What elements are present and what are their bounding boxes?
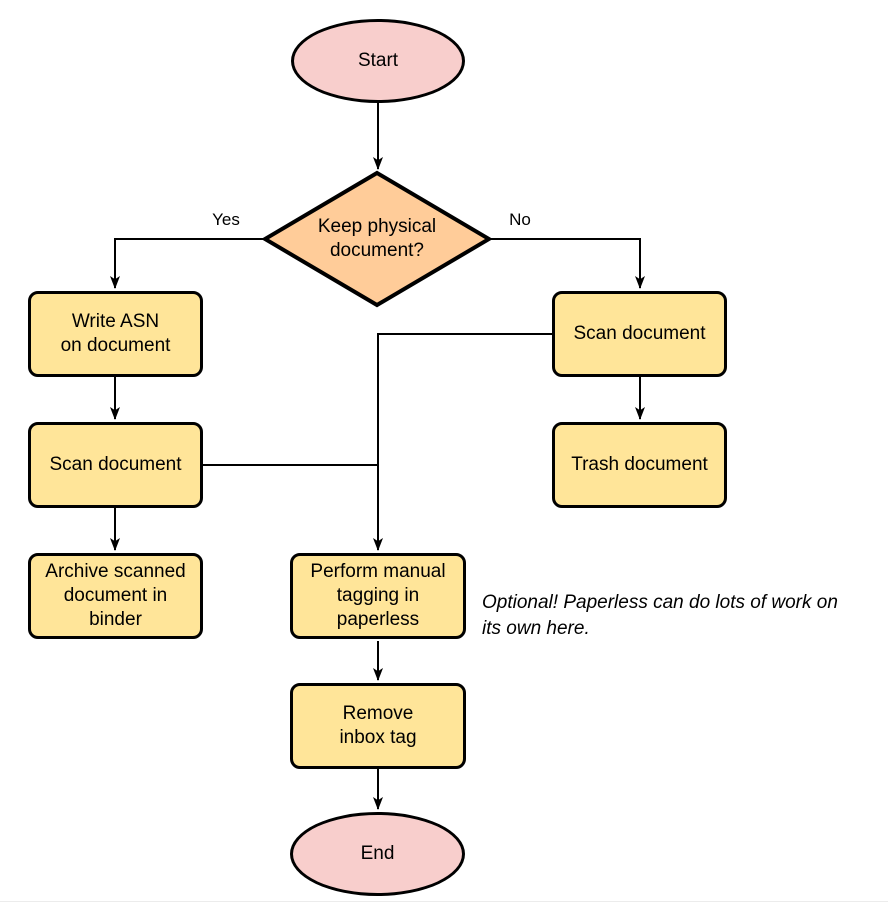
annotation-note: Optional! Paperless can do lots of work … xyxy=(482,592,838,639)
node-scan-document-right: Scan document xyxy=(552,291,727,377)
node-write-asn: Write ASN on document xyxy=(28,291,203,377)
edge-decision-no xyxy=(490,238,645,289)
node-end-label: End xyxy=(360,843,395,865)
edge-label-yes: Yes xyxy=(212,210,240,229)
node-decision-label: Keep physical document? xyxy=(317,216,437,261)
page-bottom-divider xyxy=(0,901,888,902)
node-trash-document: Trash document xyxy=(552,422,727,508)
edge-scanright-to-tagging xyxy=(373,333,552,551)
node-remove-inbox-tag: Remove inbox tag xyxy=(290,683,466,769)
edge-decision-yes xyxy=(110,238,265,289)
node-write-asn-label: Write ASN on document xyxy=(60,311,171,356)
node-archive-binder-label: Archive scanned document in binder xyxy=(45,561,186,630)
node-scan-document-right-label: Scan document xyxy=(573,323,706,345)
node-start-label: Start xyxy=(357,50,399,72)
node-scan-document-left: Scan document xyxy=(28,422,203,508)
node-start: Start xyxy=(291,19,465,103)
node-manual-tagging-label: Perform manual tagging in paperless xyxy=(310,561,446,630)
node-scan-document-left-label: Scan document xyxy=(49,454,182,476)
edge-label-no: No xyxy=(509,210,531,229)
node-remove-inbox-tag-label: Remove inbox tag xyxy=(339,703,417,748)
node-archive-binder: Archive scanned document in binder xyxy=(28,553,203,639)
diamond-shape xyxy=(262,170,492,308)
node-trash-document-label: Trash document xyxy=(571,454,708,476)
node-manual-tagging: Perform manual tagging in paperless xyxy=(290,553,466,639)
node-end: End xyxy=(290,812,465,896)
node-decision: Keep physical document? xyxy=(262,170,492,308)
